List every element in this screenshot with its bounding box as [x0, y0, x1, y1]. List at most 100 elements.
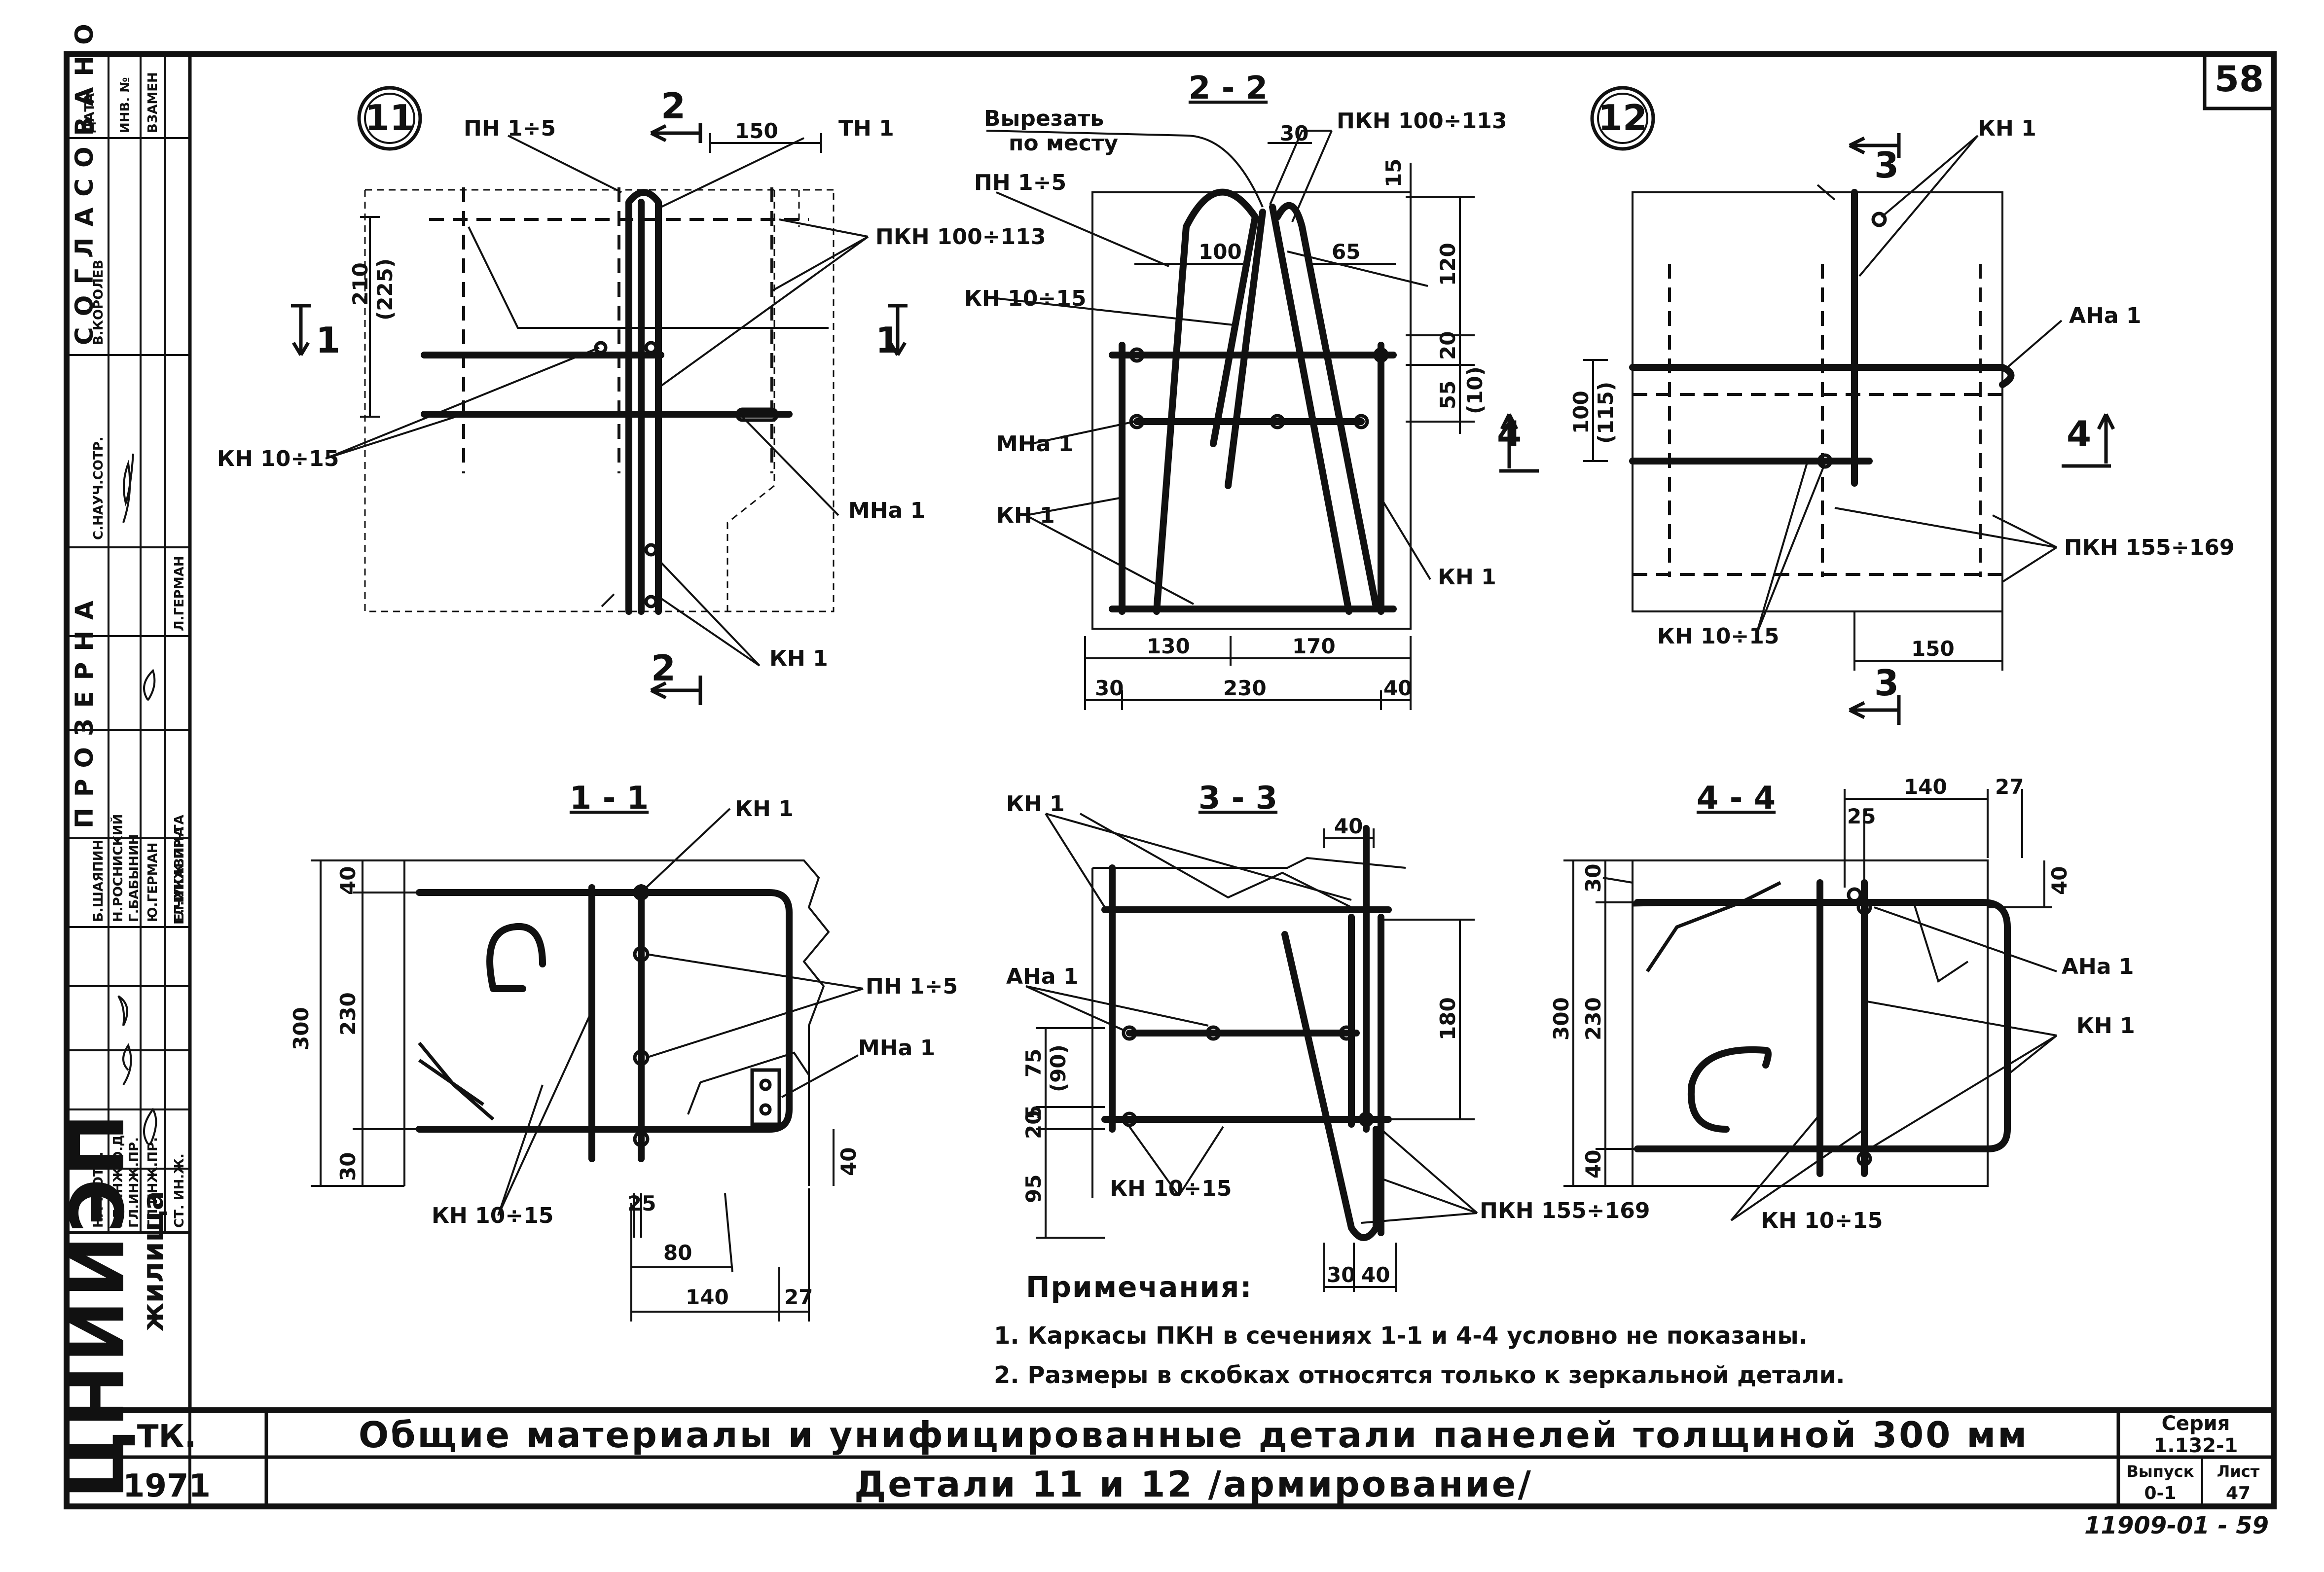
detail-12-label-ana: АНа 1 [2069, 303, 2142, 328]
detail-11-label-mna: МНа 1 [848, 498, 925, 523]
section-3-3-dim-5: 5 [1021, 1105, 1046, 1119]
detail-12-dim-150: 150 [1911, 637, 1955, 661]
section-4-4-dim-140: 140 [1904, 775, 1947, 799]
section-4-4-label-kn1015: КН 10÷15 [1761, 1208, 1883, 1233]
detail-12-label-kn1015: КН 10÷15 [1657, 624, 1779, 649]
section-2-2-dim-20: 20 [1436, 331, 1460, 360]
section-2-2-dim-65: 65 [1332, 240, 1360, 264]
page-number: 58 [2215, 58, 2264, 100]
section-3-3-dim-180: 180 [1436, 997, 1460, 1040]
section-3-3-dim-75: 75 [1021, 1049, 1046, 1077]
section-1-1-label-kn: КН 1 [735, 796, 794, 822]
notes-heading: Примечания: [1026, 1270, 1253, 1304]
section-4-4-dim-25: 25 [1847, 804, 1876, 828]
section-3-3-view: 3 - 3 [1006, 780, 1650, 1292]
doc-number: 11909-01 - 59 [2084, 1512, 2269, 1539]
section-3-3-dim-40: 40 [1334, 814, 1363, 838]
institute-suffix: жилища [136, 1191, 170, 1331]
stamp-role: НАЧ. ОТД. [91, 1151, 106, 1228]
detail-12-cut-3-bottom: 3 [1874, 662, 1899, 704]
section-1-1-dim-80: 80 [663, 1241, 692, 1265]
detail-11-label-kn1015: КН 10÷15 [217, 446, 339, 471]
detail-12-cut-3-top: 3 [1874, 144, 1899, 186]
section-3-3-dim-30: 30 [1327, 1263, 1355, 1287]
section-4-4-dim-30: 30 [1581, 864, 1605, 893]
section-4-4-dim-27: 27 [1995, 775, 2024, 799]
section-4-4-dim-230: 230 [1581, 997, 1605, 1040]
series-value: 1.132-1 [2154, 1434, 2238, 1457]
detail-12-badge: 12 [1598, 97, 1647, 139]
section-3-3-title: 3 - 3 [1198, 780, 1277, 817]
detail-12-dim-115: (115) [1594, 382, 1618, 444]
section-2-2-dim-40: 40 [1383, 676, 1412, 700]
section-1-1-label-mna: МНа 1 [858, 1036, 935, 1061]
stamp-role: ГЛ.ИНЖ.ПР-ТА [172, 815, 187, 925]
section-4-4-dim-40b: 40 [1581, 1150, 1605, 1179]
section-3-3-label-ana: АНа 1 [1006, 964, 1079, 989]
detail-11-cut-2-top: 2 [661, 85, 686, 127]
detail-12-view: 12 КН 1 АНа 1 ПКН [1569, 86, 2235, 725]
note-item: 2. Размеры в скобках относятся только к … [994, 1361, 1845, 1389]
stamp-design-header: ПРОЗЕРНА [70, 590, 99, 828]
section-1-1-view: 1 - 1 [289, 780, 958, 1322]
stamp-name: В.КОРОЛЕВ [91, 260, 106, 345]
section-4-4-label-kn: КН 1 [2076, 1013, 2135, 1038]
stamp-name: Б.ШАЯПИН [91, 840, 106, 922]
section-2-2-label-kn1015: КН 10÷15 [964, 286, 1086, 311]
detail-12-dim-100: 100 [1569, 391, 1593, 434]
detail-11-label-pn: ПН 1÷5 [464, 116, 556, 141]
detail-12-cut-4: 4 [2067, 413, 2091, 455]
stamp-role: ГЛ.ИНЖ.ПР. [145, 1137, 160, 1228]
note-item: 1. Каркасы ПКН в сечениях 1-1 и 4-4 усло… [994, 1322, 1808, 1350]
stamp-name: Ю.ГЕРМАН [145, 842, 160, 922]
section-3-3-label-kn1015: КН 10÷15 [1110, 1176, 1232, 1201]
detail-11-label-kn: КН 1 [769, 646, 828, 671]
section-1-1-dim-230: 230 [336, 992, 360, 1036]
section-1-1-dim-300: 300 [289, 1007, 313, 1050]
stamp-approved-header: СОГЛАСОВАНО [70, 13, 99, 345]
section-2-2-dim-10: (10) [1463, 366, 1487, 414]
notes-block: Примечания: 1. Каркасы ПКН в сечениях 1-… [994, 1270, 1845, 1389]
section-1-1-label-pn: ПН 1÷5 [866, 974, 958, 999]
section-1-1-label-kn1015: КН 10÷15 [432, 1203, 553, 1228]
approval-stamp [65, 52, 192, 1412]
detail-11-dim-225: (225) [373, 258, 397, 321]
stamp-role: С.НАУЧ.СОТР. [91, 436, 106, 540]
section-1-1-dim-40: 40 [336, 866, 360, 895]
section-4-4-dim-40: 40 [2047, 866, 2071, 895]
section-2-2-label-mna: МНа 1 [996, 431, 1073, 457]
section-2-2-label-kn-left: КН 1 [996, 503, 1055, 528]
section-2-2-label-pkn: ПКН 100÷113 [1337, 108, 1507, 134]
detail-12-label-pkn: ПКН 155÷169 [2064, 535, 2235, 560]
detail-11-label-pkn: ПКН 100÷113 [875, 224, 1046, 250]
section-2-2-title: 2 - 2 [1189, 70, 1268, 107]
section-1-1-dim-30: 30 [336, 1152, 360, 1181]
section-1-1-dim-140: 140 [686, 1285, 729, 1309]
section-2-2-dim-120: 120 [1436, 243, 1460, 286]
detail-12-label-kn: КН 1 [1978, 116, 2036, 141]
section-1-1-dim-25: 25 [627, 1191, 656, 1215]
section-3-3-label-pkn: ПКН 155÷169 [1480, 1198, 1650, 1223]
stamp-name: Л.ГЕРМАН [172, 556, 187, 631]
section-2-2-dim-15: 15 [1381, 159, 1406, 187]
sheet-label: Лист [2217, 1462, 2260, 1481]
section-4-4-label-ana: АНа 1 [2062, 954, 2134, 979]
section-1-1-dim-40b: 40 [836, 1147, 861, 1176]
institute-logo: ЦНИИЭП жилища [55, 1111, 191, 1508]
section-3-3-dim-90: (90) [1046, 1044, 1070, 1092]
stamp-date-label: ДАТА [82, 93, 97, 133]
section-4-4-view: 4 - 4 АНа 1 КН 1 К [1549, 775, 2135, 1233]
detail-11-view: 11 [217, 85, 1046, 705]
section-2-2-dim-130: 130 [1147, 634, 1190, 658]
section-2-2-dim-30b: 30 [1095, 676, 1124, 700]
section-3-3-dim-95: 95 [1021, 1175, 1046, 1203]
section-2-2-label-pn: ПН 1÷5 [974, 170, 1066, 195]
section-1-1-dim-27: 27 [784, 1285, 813, 1309]
section-2-2-label-cut-2: по месту [1009, 131, 1118, 156]
section-2-2-dim-230: 230 [1223, 676, 1267, 700]
detail-11-cut-1-right: 1 [875, 320, 900, 361]
section-4-4-title: 4 - 4 [1697, 780, 1776, 817]
section-3-3-dim-40b: 40 [1361, 1263, 1390, 1287]
section-2-2-cut-4: 4 [1497, 413, 1522, 455]
